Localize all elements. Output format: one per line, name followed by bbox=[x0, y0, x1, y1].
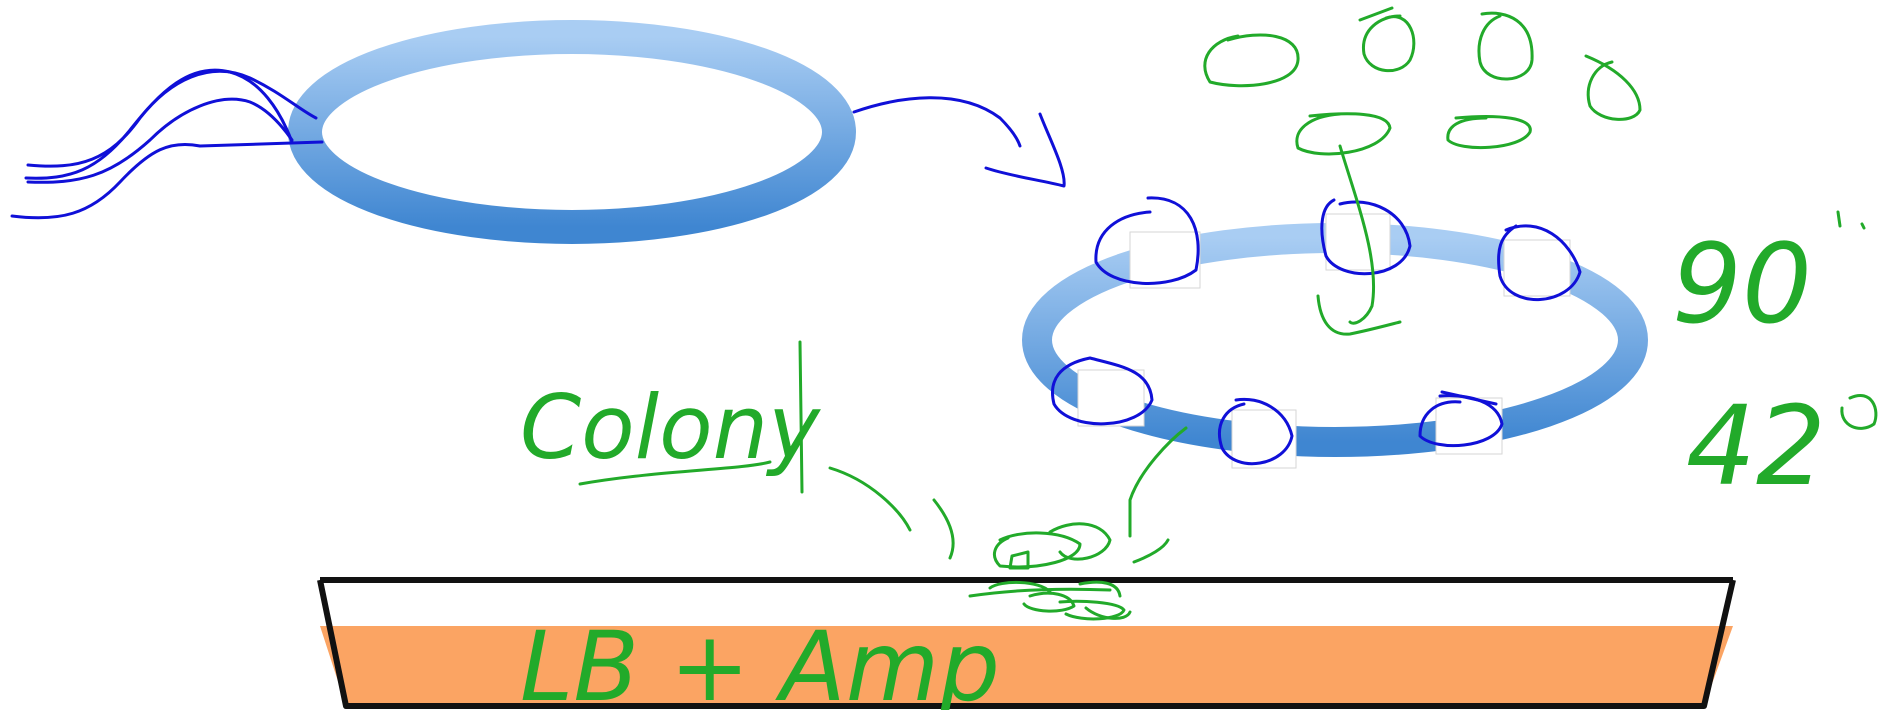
insert-circles bbox=[1051, 196, 1582, 466]
medium-label: LB + Amp bbox=[520, 611, 1000, 710]
insert-block bbox=[1503, 239, 1571, 297]
petri-dish bbox=[317, 577, 1736, 709]
dish-rim bbox=[317, 579, 1736, 709]
temperature-labels: 90 42 bbox=[1672, 210, 1878, 510]
plasmid-ring-left bbox=[288, 20, 856, 244]
insert-block bbox=[1325, 213, 1391, 271]
insert-block bbox=[1231, 409, 1297, 469]
colony-label: Colony bbox=[520, 340, 822, 494]
dna-fragments bbox=[1203, 6, 1642, 336]
recombinant-plasmid-ring bbox=[1022, 213, 1648, 469]
insert-block bbox=[1129, 231, 1201, 289]
agar-medium bbox=[320, 626, 1733, 706]
temp-42-text: 42 bbox=[1686, 382, 1826, 510]
colony-scribble bbox=[968, 522, 1132, 621]
arrow-to-recombinant bbox=[852, 96, 1066, 188]
colony-arrow bbox=[828, 426, 1188, 564]
temp-90-text: 90 bbox=[1672, 220, 1812, 348]
colony-text: Colony bbox=[520, 376, 822, 479]
dna-strands-scribble bbox=[10, 68, 324, 220]
medium-text: LB + Amp bbox=[520, 611, 1000, 710]
